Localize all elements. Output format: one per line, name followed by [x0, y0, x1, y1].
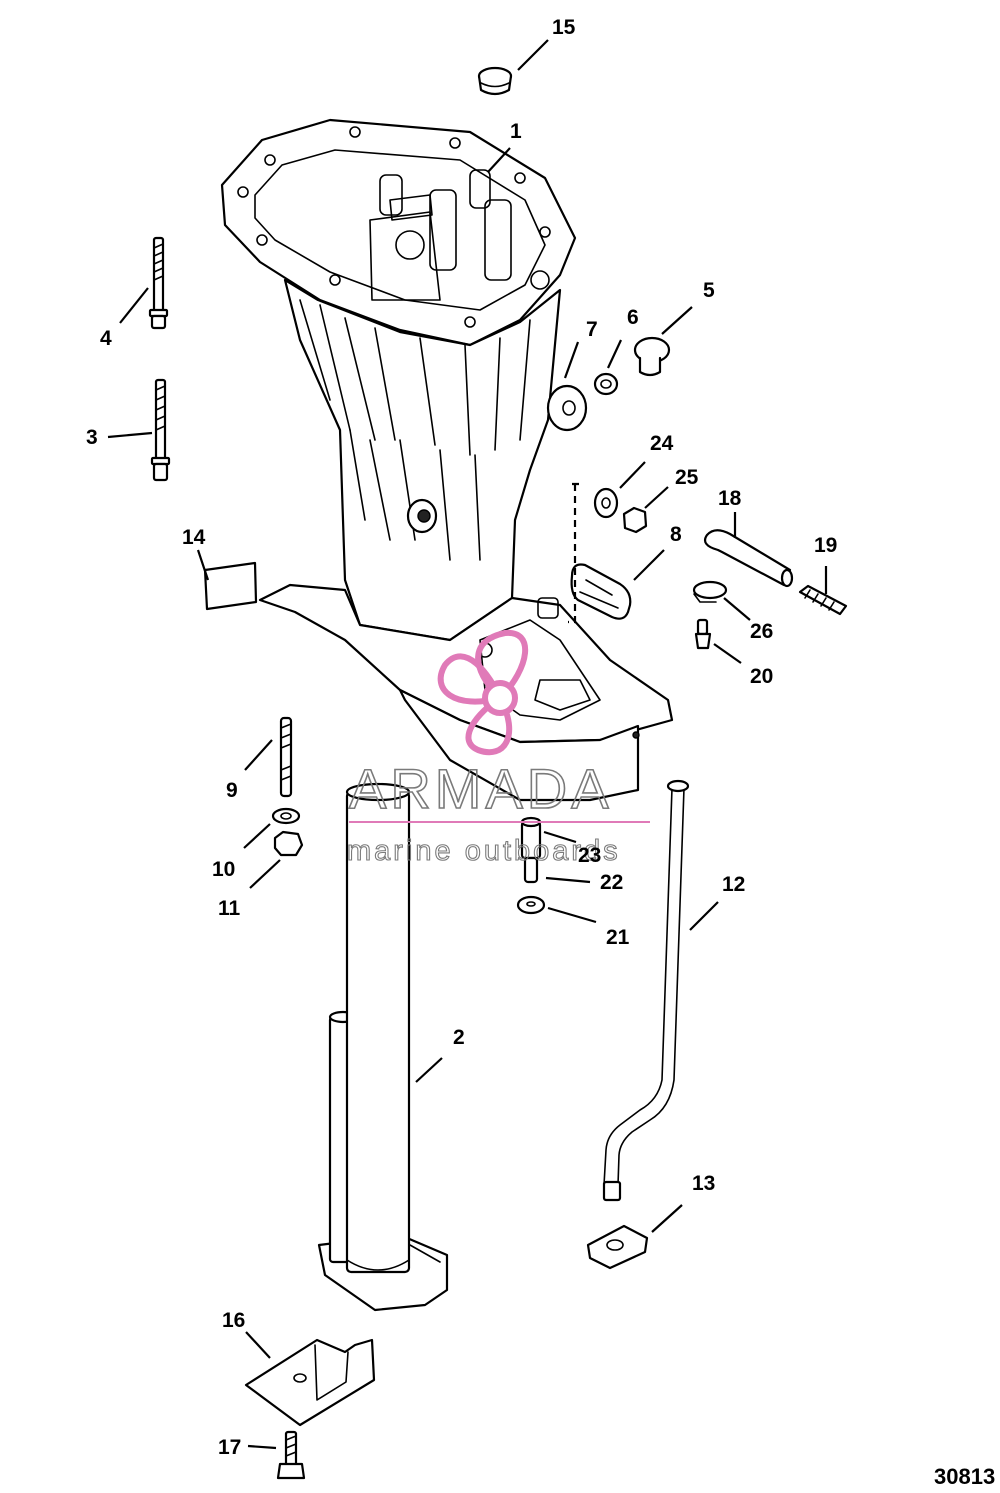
callout-12: 12 — [722, 873, 745, 896]
callout-2: 2 — [453, 1026, 465, 1049]
bracket-plate-part — [244, 1338, 376, 1427]
callout-17: 17 — [218, 1436, 241, 1459]
seal-21-part — [516, 895, 546, 915]
hose-clamp-part — [692, 580, 728, 603]
callout-22: 22 — [600, 871, 623, 894]
bolt-part — [276, 1430, 306, 1480]
screw-long-part — [150, 378, 171, 482]
callout-9: 9 — [226, 779, 238, 802]
fitting-part — [798, 584, 848, 616]
exhaust-tube-part — [317, 782, 449, 1312]
bushing-22-part — [523, 856, 539, 884]
callout-11: 11 — [218, 897, 241, 920]
drawing-number: 30813 — [934, 1464, 995, 1489]
callout-5: 5 — [703, 279, 715, 302]
callout-26: 26 — [750, 620, 773, 643]
rubber-mount-part — [570, 563, 632, 620]
screw-short-part — [148, 236, 169, 330]
lock-washer-part — [593, 372, 619, 396]
flat-washer-part — [546, 384, 588, 432]
callout-7: 7 — [586, 318, 598, 341]
callout-14: 14 — [182, 526, 206, 549]
callout-10: 10 — [212, 858, 235, 881]
callout-19: 19 — [814, 534, 837, 557]
watermark-tagline: marine outboards — [347, 835, 621, 867]
callout-15: 15 — [552, 16, 576, 39]
leader-lines — [107, 39, 828, 1450]
water-tube-part — [602, 779, 690, 1202]
washer-24-part — [593, 487, 619, 519]
callout-16: 16 — [222, 1309, 245, 1332]
callout-18: 18 — [718, 487, 742, 510]
plug-part — [633, 336, 671, 377]
nut-11-part — [273, 830, 304, 857]
callout-1: 1 — [510, 120, 522, 143]
callout-25: 25 — [675, 466, 699, 489]
tube-seal-part — [586, 1224, 649, 1270]
nut-25-part — [622, 506, 648, 534]
hose-part — [703, 529, 794, 588]
stud-part — [279, 716, 293, 798]
grommet-part — [477, 66, 513, 96]
armada-watermark: ARMADA marine outboards — [346, 629, 650, 868]
callout-labels: 15 1 4 3 5 6 7 24 25 8 14 18 19 26 20 9 … — [86, 16, 995, 1489]
callout-8: 8 — [670, 523, 682, 546]
decal-plate-part — [203, 561, 258, 611]
watermark-brand: ARMADA — [349, 757, 613, 820]
callout-13: 13 — [692, 1172, 715, 1195]
callout-24: 24 — [650, 432, 674, 455]
water-fitting-part — [694, 618, 712, 650]
callout-3: 3 — [86, 426, 98, 449]
driveshaft-housing-part — [220, 118, 674, 802]
propeller-logo-icon — [437, 629, 529, 756]
callout-20: 20 — [750, 665, 773, 688]
washer-10-part — [271, 807, 301, 825]
callout-21: 21 — [606, 926, 630, 949]
callout-23: 23 — [578, 844, 601, 867]
callout-6: 6 — [627, 306, 639, 329]
callout-4: 4 — [100, 327, 112, 350]
